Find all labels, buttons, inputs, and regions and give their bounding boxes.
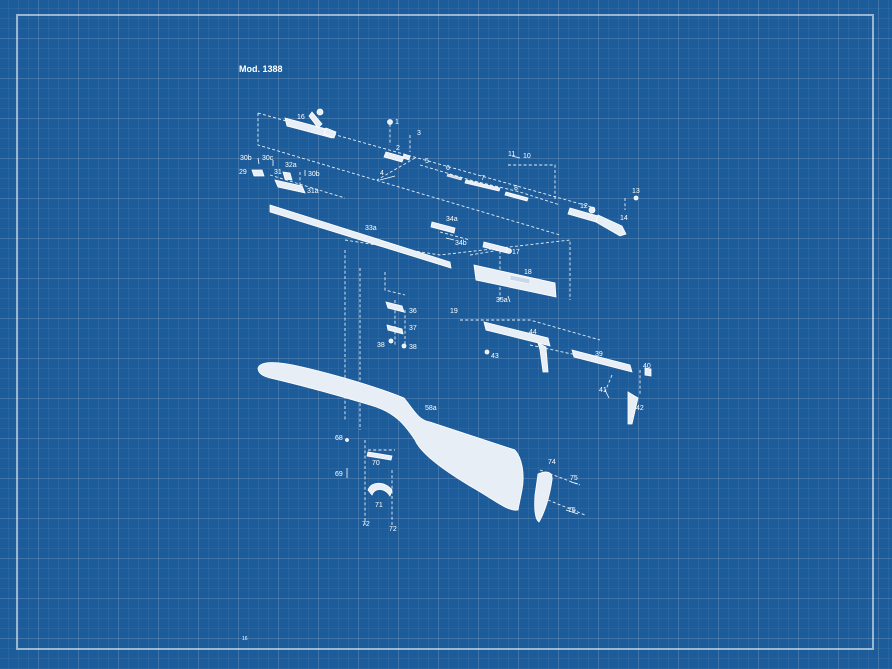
label-40: 40	[643, 363, 651, 370]
label-41: 41	[599, 387, 607, 394]
label-18: 18	[524, 269, 532, 276]
label-4: 4	[380, 170, 384, 177]
label-7: 7	[481, 175, 485, 182]
sight-parts	[251, 157, 306, 194]
label-68: 68	[335, 435, 343, 442]
label-16: 16	[297, 114, 305, 121]
label-38-right: 38	[409, 344, 417, 351]
label-30c: 30c	[262, 155, 274, 162]
label-75-bottom: 75	[568, 507, 576, 514]
label-58a: 58a	[425, 405, 437, 412]
label-2: 2	[396, 145, 400, 152]
bolt-rear	[567, 195, 639, 237]
page-number: 16	[242, 636, 248, 642]
label-75-top: 75	[570, 475, 578, 482]
label-8: 8	[514, 185, 518, 192]
label-74: 74	[548, 459, 556, 466]
label-72-right: 72	[389, 526, 397, 533]
label-43: 43	[491, 353, 499, 360]
label-34b: 34b	[455, 240, 467, 247]
stock	[257, 362, 524, 511]
barrel	[269, 204, 452, 269]
label-30b-left: 30b	[240, 155, 252, 162]
label-70: 70	[372, 460, 380, 467]
label-31a: 31a	[307, 188, 319, 195]
label-38-left: 38	[377, 342, 385, 349]
small-parts	[379, 119, 529, 202]
part-labels: 1 2 3 4 5 6 7 8 10 11 12 13 14 16 17 18 …	[239, 114, 651, 533]
label-5: 5	[425, 158, 429, 165]
sheet-border	[16, 14, 874, 650]
label-3: 3	[417, 130, 421, 137]
butt-plate-and-guard	[345, 438, 579, 523]
label-36: 36	[409, 308, 417, 315]
label-1: 1	[395, 119, 399, 126]
label-44: 44	[529, 329, 537, 336]
label-14: 14	[620, 215, 628, 222]
label-33a: 33a	[365, 225, 377, 232]
label-42: 42	[636, 405, 644, 412]
label-37: 37	[409, 325, 417, 332]
receiver	[430, 221, 557, 303]
label-12: 12	[580, 203, 588, 210]
label-35a: 35a	[496, 297, 508, 304]
model-title: Mod. 1388	[239, 64, 283, 74]
label-39: 39	[595, 351, 603, 358]
label-30b-right: 30b	[308, 171, 320, 178]
label-31: 31	[274, 169, 282, 176]
label-10: 10	[523, 153, 531, 160]
label-6: 6	[446, 165, 450, 172]
label-71: 71	[375, 502, 383, 509]
label-32a: 32a	[285, 162, 297, 169]
label-13: 13	[632, 188, 640, 195]
label-72-left: 72	[362, 521, 370, 528]
trigger-parts	[385, 301, 652, 425]
label-19: 19	[450, 308, 458, 315]
label-34a: 34a	[446, 216, 458, 223]
label-17: 17	[512, 249, 520, 256]
bolt-assembly	[284, 108, 337, 139]
label-69: 69	[335, 471, 343, 478]
label-29: 29	[239, 169, 247, 176]
label-11: 11	[508, 151, 515, 158]
